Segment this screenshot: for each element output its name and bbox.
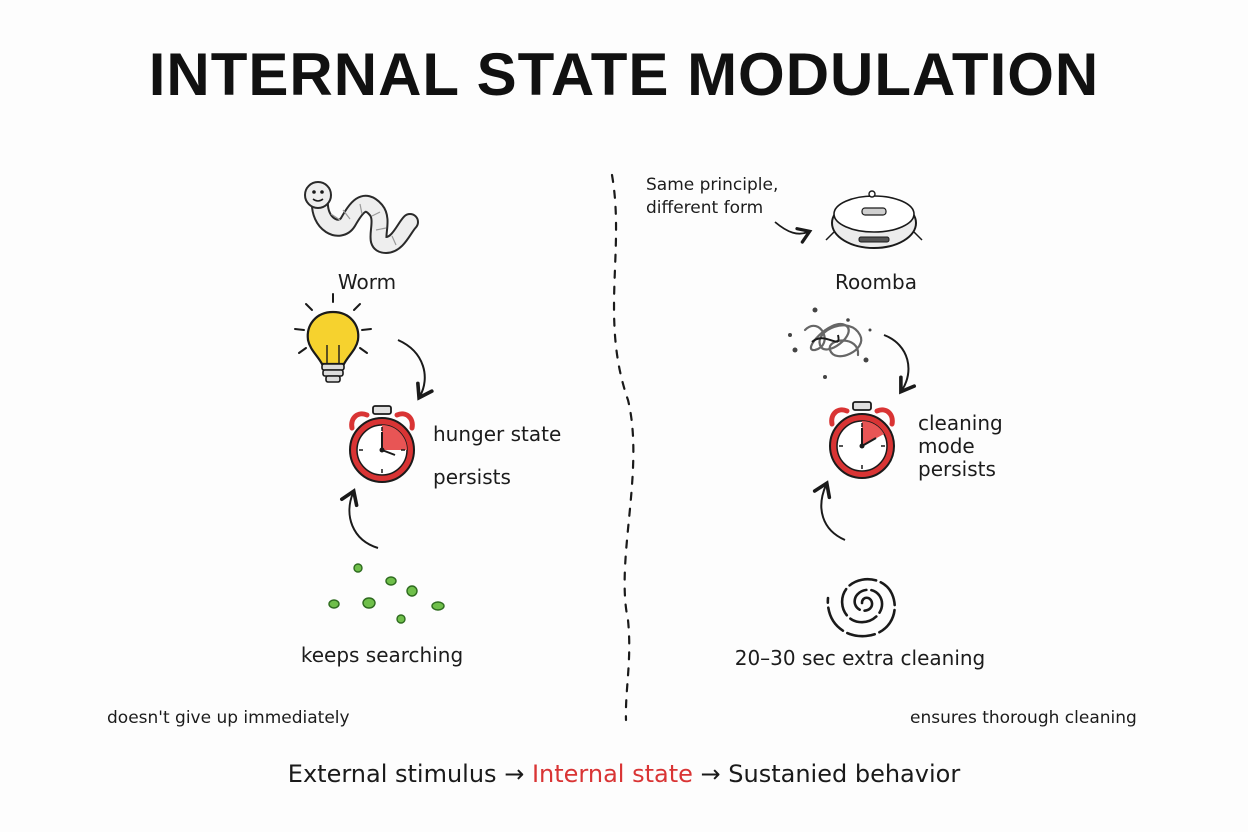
cleaning-label: cleaning (918, 411, 1003, 435)
annotation-line-2: different form (646, 198, 764, 218)
summary-line: External stimulus → Internal state → Sus… (0, 760, 1248, 788)
stopwatch-icon (349, 405, 415, 483)
worm-icon (304, 181, 419, 255)
roomba-icon (825, 190, 923, 249)
annotation-line-1: Same principle, (646, 175, 779, 195)
mode-label: mode (918, 434, 975, 458)
page-title: INTERNAL STATE MODULATION (148, 41, 1100, 108)
persists-label: persists (918, 457, 996, 481)
arrow-stimulus-to-state-right (883, 334, 917, 395)
summary-internal-state: Internal state (531, 760, 693, 788)
spiral-icon (826, 578, 897, 638)
hunger-state-label: hunger state (433, 422, 562, 446)
arrow-behavior-to-state-right (812, 480, 846, 541)
extra-cleaning-label: 20–30 sec extra cleaning (734, 646, 986, 670)
worm-label: Worm (337, 270, 397, 294)
right-note: ensures thorough cleaning (910, 708, 1137, 728)
annotation-arrow (774, 221, 813, 244)
keeps-searching-label: keeps searching (300, 643, 464, 667)
food-crumbs-icon (328, 563, 445, 624)
lightbulb-icon (294, 293, 372, 383)
left-note: doesn't give up immediately (107, 708, 350, 728)
summary-arrow-2: → (700, 760, 721, 788)
arrow-stimulus-to-state-left (397, 339, 434, 401)
roomba-label: Roomba (835, 270, 917, 294)
summary-arrow-1: → (504, 760, 525, 788)
divider-line (610, 173, 635, 722)
stopwatch-icon (829, 401, 895, 479)
summary-external-stimulus: External stimulus (287, 760, 497, 788)
arrow-behavior-to-state-left (340, 488, 379, 549)
hunger-persists-label: persists (433, 465, 511, 489)
dirt-scribble-icon (788, 307, 872, 379)
summary-sustained-behavior: Sustanied behavior (728, 760, 961, 788)
